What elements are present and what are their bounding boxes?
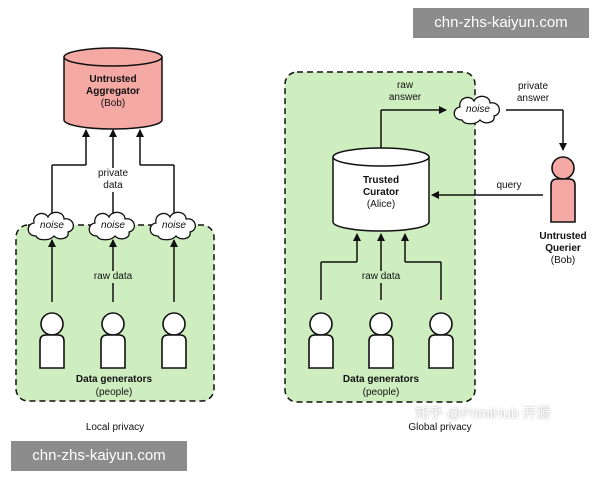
private-answer-label: private answer: [516, 81, 550, 104]
noise-label-local-2: noise: [101, 220, 125, 231]
noise-label-local-3: noise: [162, 220, 186, 231]
trusted-curator-cylinder: [332, 147, 430, 232]
local-generators-subtitle: (people): [95, 387, 133, 398]
querier-subtitle: (Bob): [550, 255, 576, 266]
global-privacy-caption: Global privacy: [408, 422, 472, 433]
querier-title: Untrusted Querier: [539, 231, 587, 254]
query-label: query: [496, 180, 522, 191]
noise-label-global: noise: [466, 104, 490, 115]
person-global-1: [308, 312, 334, 369]
noise-label-local-1: noise: [40, 220, 64, 231]
raw-data-label-global: raw data: [351, 271, 411, 283]
private-data-label: private data: [89, 168, 137, 192]
person-local-1: [39, 312, 65, 369]
untrusted-aggregator-cylinder: [63, 47, 163, 130]
watermark-bottom-left: chn-zhs-kaiyun.com: [11, 441, 187, 471]
aggregator-subtitle: (Bob): [100, 98, 126, 109]
curator-title: Trusted Curator: [362, 175, 400, 198]
curator-subtitle: (Alice): [366, 199, 396, 210]
person-local-2: [100, 312, 126, 369]
watermark-faint: 知乎 @PrimiHub 开源: [415, 405, 551, 421]
raw-data-label-local: raw data: [83, 271, 143, 283]
untrusted-querier-figure: [550, 156, 576, 223]
global-generators-subtitle: (people): [362, 387, 400, 398]
person-global-3: [428, 312, 454, 369]
local-privacy-caption: Local privacy: [85, 422, 145, 433]
aggregator-title: Untrusted Aggregator: [86, 74, 140, 97]
person-global-2: [368, 312, 394, 369]
raw-answer-label: raw answer: [388, 80, 422, 103]
person-local-3: [161, 312, 187, 369]
local-generators-title: Data generators: [75, 374, 153, 385]
global-generators-title: Data generators: [342, 374, 420, 385]
watermark-top-right: chn-zhs-kaiyun.com: [413, 8, 589, 38]
